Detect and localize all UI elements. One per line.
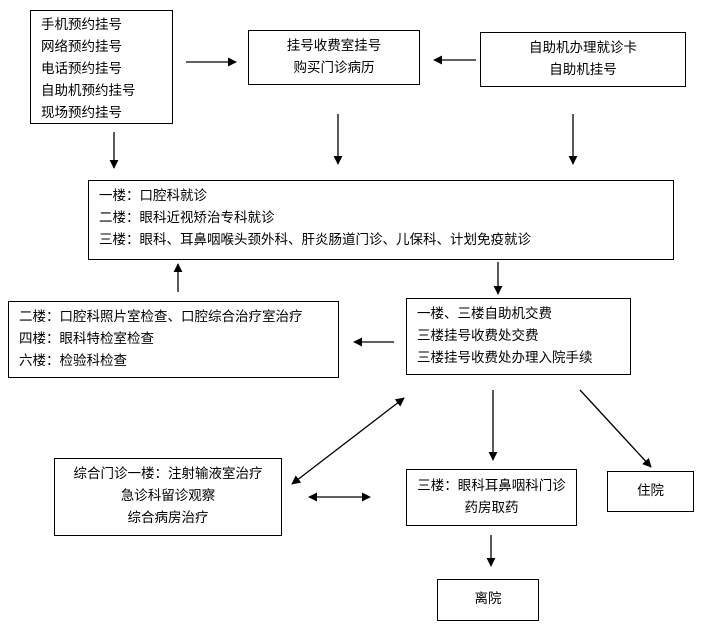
registration-method-3: 电话预约挂号 <box>41 61 122 77</box>
box-payment: 一楼、三楼自助机交费 三楼挂号收费处交费 三楼挂号收费处办理入院手续 <box>406 298 631 375</box>
box-treatment: 综合门诊一楼：注射输液室治疗 急诊科留诊观察 综合病房治疗 <box>54 458 282 536</box>
registration-office-line-1: 挂号收费室挂号 <box>286 38 382 54</box>
consultation-floor-3: 三楼：眼科、耳鼻咽喉头颈外科、肝炎肠道门诊、儿保科、计划免疫就诊 <box>99 232 531 248</box>
pharmacy-line-1: 三楼：眼科耳鼻咽科门诊 <box>417 478 566 494</box>
payment-line-2: 三楼挂号收费处交费 <box>417 328 539 344</box>
examination-floor-1: 二楼：口腔科照片室检查、口腔综合治疗室治疗 <box>19 309 303 325</box>
treatment-line-3: 综合病房治疗 <box>127 510 209 526</box>
box-pharmacy: 三楼：眼科耳鼻咽科门诊 药房取药 <box>406 469 577 526</box>
registration-method-2: 网络预约挂号 <box>41 39 122 55</box>
consultation-floor-1: 一楼：口腔科就诊 <box>99 188 207 204</box>
registration-office-line-2: 购买门诊病历 <box>293 60 375 76</box>
box-hospitalization: 住院 <box>607 471 694 512</box>
box-discharge: 离院 <box>437 579 539 621</box>
payment-line-3: 三楼挂号收费处办理入院手续 <box>417 350 593 366</box>
arrow-payment-treatment <box>291 397 405 485</box>
box-consultation-floors: 一楼：口腔科就诊 二楼：眼科近视矫治专科就诊 三楼：眼科、耳鼻咽喉头颈外科、肝炎… <box>88 180 674 260</box>
consultation-floor-2: 二楼：眼科近视矫治专科就诊 <box>99 210 275 226</box>
box-registration-office: 挂号收费室挂号 购买门诊病历 <box>248 30 420 85</box>
registration-method-4: 自助机预约挂号 <box>41 83 136 99</box>
hospitalization-label: 住院 <box>637 483 664 499</box>
self-service-line-2: 自助机挂号 <box>549 62 617 78</box>
examination-floor-2: 四楼：眼科特检室检查 <box>19 331 154 347</box>
pharmacy-line-2: 药房取药 <box>464 500 519 516</box>
treatment-line-1: 综合门诊一楼：注射输液室治疗 <box>73 466 263 482</box>
payment-line-1: 一楼、三楼自助机交费 <box>417 306 552 322</box>
arrow-payment-to-hospitalization <box>579 389 652 468</box>
treatment-line-2: 急诊科留诊观察 <box>120 488 216 504</box>
box-registration-methods: 手机预约挂号 网络预约挂号 电话预约挂号 自助机预约挂号 现场预约挂号 <box>30 10 173 124</box>
registration-method-5: 现场预约挂号 <box>41 105 122 121</box>
discharge-label: 离院 <box>474 591 502 607</box>
box-examination-floors: 二楼：口腔科照片室检查、口腔综合治疗室治疗 四楼：眼科特检室检查 六楼：检验科检… <box>8 301 339 378</box>
box-self-service-card: 自助机办理就诊卡 自助机挂号 <box>480 32 686 87</box>
registration-method-1: 手机预约挂号 <box>41 17 122 33</box>
examination-floor-3: 六楼：检验科检查 <box>19 353 127 369</box>
self-service-line-1: 自助机办理就诊卡 <box>529 40 637 56</box>
